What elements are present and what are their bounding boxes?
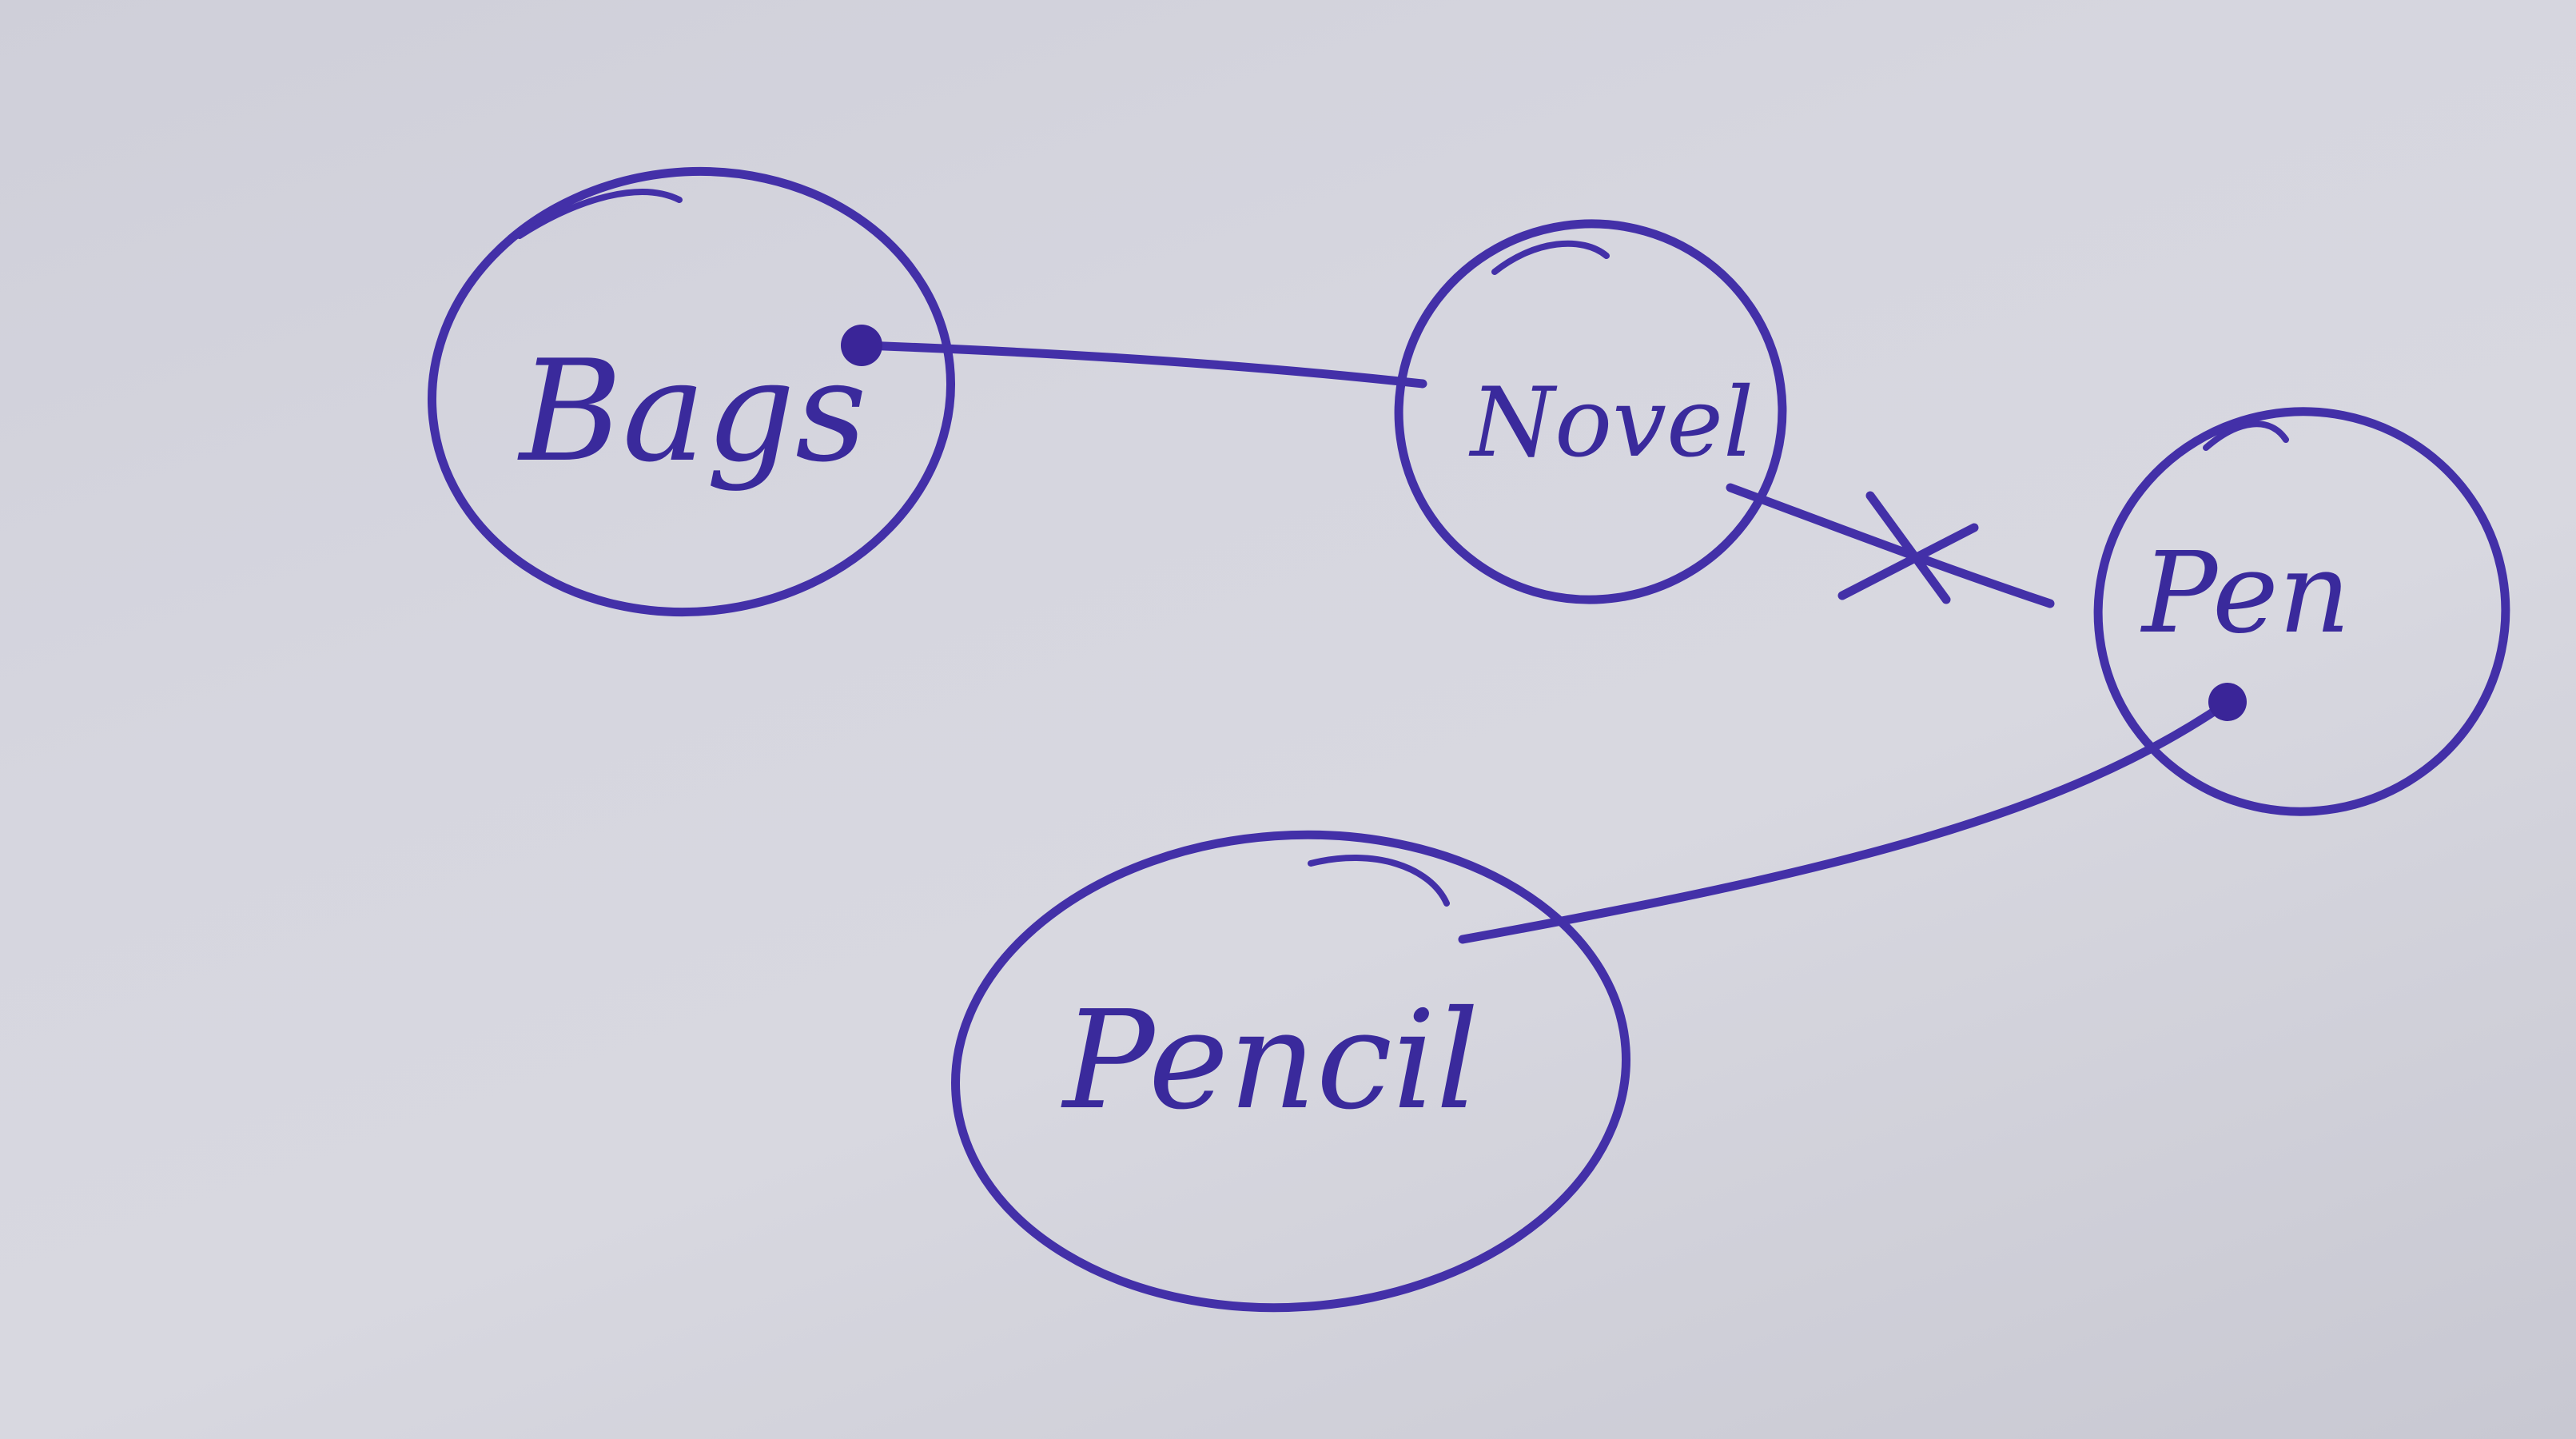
node-pen[interactable]: Pen	[2066, 380, 2537, 844]
node-novel-label: Novel	[1468, 368, 1754, 479]
edge-pen-pencil[interactable]	[1458, 683, 2247, 944]
edge-novel-pen-line	[1726, 483, 2055, 608]
node-novel-hook	[1491, 240, 1610, 275]
node-novel[interactable]: Novel	[1375, 199, 1807, 624]
edge-pen-pencil-dot	[2208, 683, 2247, 721]
node-bags-hook	[516, 189, 683, 239]
edge-bags-novel-dot	[841, 325, 882, 366]
node-bags-circle	[428, 166, 955, 617]
node-novel-circle	[1394, 219, 1787, 604]
node-pen-label: Pen	[2140, 528, 2351, 659]
edge-pen-pencil-line	[1458, 699, 2231, 944]
node-bags-label: Bags	[517, 331, 867, 493]
node-pencil-circle	[951, 830, 1630, 1313]
node-pencil-label: Pencil	[1061, 982, 1479, 1140]
node-pen-circle	[2093, 407, 2510, 816]
edge-bags-novel-line	[858, 341, 1427, 389]
edge-novel-pen-cross-icon	[1837, 491, 1979, 604]
edge-novel-pen[interactable]	[1726, 483, 2055, 608]
node-pencil[interactable]: Pencil	[939, 812, 1642, 1329]
node-pencil-hook	[1308, 855, 1450, 907]
edge-bags-novel[interactable]	[841, 325, 1427, 389]
node-pen-hook	[2203, 421, 2289, 451]
node-bags[interactable]: Bags	[410, 146, 973, 638]
